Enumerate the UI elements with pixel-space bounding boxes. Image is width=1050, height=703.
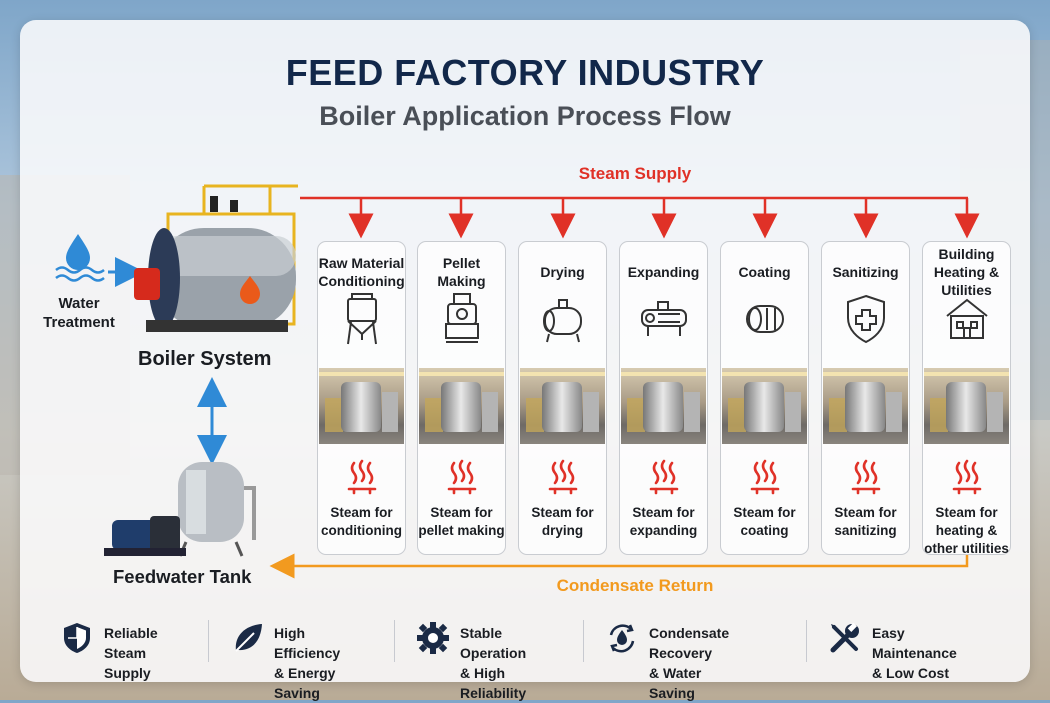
feedwater-tank-label: Feedwater Tank — [113, 566, 252, 587]
feature-text: Condensate Recovery & Water Saving — [649, 625, 730, 701]
building-icon — [943, 292, 991, 346]
steam-icon — [648, 459, 680, 495]
stage-description: Steam for pellet making — [418, 505, 505, 538]
gear-icon — [416, 621, 450, 655]
boiler-system-label: Boiler System — [138, 348, 272, 370]
stage-title: Building Heating & Utilities — [933, 246, 1000, 298]
equipment-photo — [823, 368, 908, 444]
feedwater-tank-illustration — [104, 462, 256, 557]
feature-text: Reliable Steam Supply — [104, 625, 158, 681]
steam-icon — [547, 459, 579, 495]
feature-text: High Efficiency & Energy Saving — [274, 625, 341, 701]
dryer-icon — [539, 292, 587, 346]
shield-icon — [60, 621, 94, 655]
leaf-icon — [230, 621, 264, 655]
tools-icon — [828, 621, 862, 655]
feature-divider — [394, 620, 395, 662]
stage-description: Steam for sanitizing — [834, 505, 897, 538]
pellet-mill-icon — [438, 292, 486, 346]
steam-icon — [446, 459, 478, 495]
stage-title: Sanitizing — [832, 264, 899, 280]
boiler-illustration — [134, 184, 298, 332]
stage-description: Steam for coating — [733, 505, 796, 538]
feature-text: Stable Operation & High Reliability — [460, 625, 527, 701]
stage-title: Raw Material Conditioning — [318, 255, 405, 289]
stage-title: Drying — [540, 264, 585, 280]
expander-icon — [640, 292, 688, 346]
steam-drop-arrows — [348, 198, 980, 239]
water-drop-icon — [55, 234, 105, 282]
stage-title: Expanding — [627, 264, 700, 280]
equipment-photo — [520, 368, 605, 444]
equipment-photo — [319, 368, 404, 444]
steam-icon — [951, 459, 983, 495]
feature-divider — [806, 620, 807, 662]
steam-icon — [346, 459, 378, 495]
steam-icon — [749, 459, 781, 495]
page-title: FEED FACTORY INDUSTRY — [285, 52, 765, 93]
stage-description: Steam for conditioning — [321, 505, 402, 538]
shield-cross-icon — [842, 292, 890, 346]
equipment-photo — [722, 368, 807, 444]
page-subtitle: Boiler Application Process Flow — [319, 101, 731, 131]
recycle-water-icon — [605, 621, 639, 655]
feature-text: Easy Maintenance & Low Cost — [872, 625, 957, 681]
stage-description: Steam for drying — [531, 505, 594, 538]
flame-icon — [240, 276, 260, 304]
equipment-photo — [924, 368, 1009, 444]
stage-title: Coating — [738, 264, 791, 280]
feature-divider — [208, 620, 209, 662]
stage-description: Steam for heating & other utilities — [924, 505, 1009, 556]
equipment-photo — [419, 368, 504, 444]
stage-description: Steam for expanding — [629, 505, 698, 538]
equipment-photo — [621, 368, 706, 444]
coating-drum-icon — [741, 292, 789, 346]
condensate-return-label: Condensate Return — [556, 576, 714, 595]
stage-title: Pellet Making — [437, 255, 486, 289]
steam-supply-label: Steam Supply — [578, 164, 692, 183]
feature-divider — [583, 620, 584, 662]
steam-icon — [850, 459, 882, 495]
conditioner-tank-icon — [338, 292, 386, 346]
water-treatment-label: Water Treatment — [43, 295, 115, 331]
condensate-return-line — [269, 553, 969, 579]
